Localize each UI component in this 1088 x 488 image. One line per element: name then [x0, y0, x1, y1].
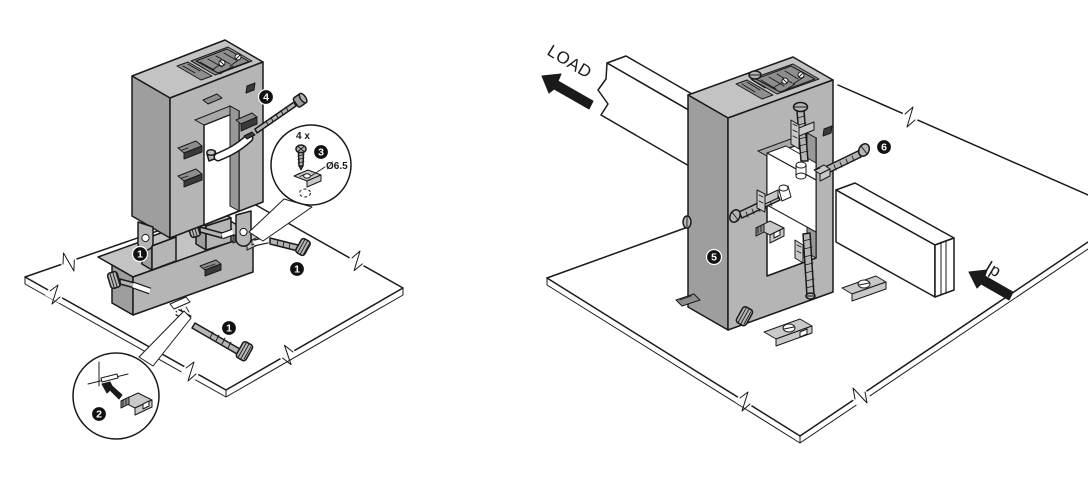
- clamp-bracket-left: [756, 189, 779, 213]
- svg-text:1: 1: [137, 249, 143, 261]
- clamp-screw-left-horizontal: [729, 184, 792, 223]
- screw-quantity-label: 4 x: [296, 131, 310, 142]
- left-panel-exploded-assembly: 4 x 3 Ø6.5: [24, 39, 404, 440]
- step-1-badge-b: 1: [288, 260, 306, 278]
- thumbscrew-left: [106, 270, 152, 295]
- svg-text:6: 6: [881, 142, 887, 154]
- detail-callout-clip-slot: 2: [72, 352, 160, 440]
- ct-window-top-clip: [202, 93, 223, 105]
- right-panel-installed: LOAD Ip 5 6: [541, 41, 1088, 444]
- svg-text:5: 5: [711, 252, 717, 264]
- plate-thickness: [24, 276, 404, 398]
- fixing-screw-step6: [813, 143, 871, 182]
- svg-text:1: 1: [294, 264, 300, 276]
- clamp-bracket-top: [790, 119, 815, 150]
- load-direction-arrow: [541, 73, 594, 110]
- ct-body-left-panel: [131, 39, 264, 251]
- plate-break-marks: [735, 106, 920, 412]
- plate-break-marks: [45, 250, 367, 382]
- bar-center-clip: [199, 259, 222, 277]
- step-1-badge-a: 1: [131, 245, 149, 263]
- callout-funnel-step2: [138, 310, 192, 367]
- terminal-block: [735, 63, 820, 100]
- plate-se-edge: [799, 241, 1088, 437]
- edge-screw-side: [682, 215, 692, 229]
- clip-with-hole-icon: [293, 169, 322, 188]
- svg-text:2: 2: [96, 409, 102, 421]
- step-2-badge: 2: [90, 405, 108, 423]
- plate-ne-edge: [837, 84, 1088, 196]
- base-clip-front: [763, 318, 813, 347]
- ct-face-slot: [822, 125, 833, 137]
- ct-right-leg-bracket: [235, 112, 258, 132]
- slot-opening: [100, 373, 119, 383]
- detail-callout-screw-hole: 4 x 3 Ø6.5: [270, 124, 352, 206]
- clamp-screw-bottom-vertical: [794, 232, 816, 300]
- clamp-bracket-bottom: [794, 239, 804, 264]
- primary-current-arrow: [968, 269, 1014, 301]
- screw-guide-wire: [213, 131, 256, 162]
- base-thumbscrew: [735, 306, 754, 327]
- step-4-badge: 4: [257, 88, 275, 106]
- ct-window-peg: [206, 148, 218, 162]
- callout-funnel-step3: [248, 198, 313, 242]
- thumbscrew-right: [253, 236, 311, 257]
- callout-circle: [270, 124, 352, 206]
- hole-diameter-label: Ø6.5: [326, 161, 348, 172]
- base-clip-left: [675, 293, 701, 307]
- busbar-end-face: [934, 237, 955, 298]
- ct-side-face: [131, 75, 171, 239]
- step-1-badge-c: 1: [220, 319, 238, 337]
- svg-text:1: 1: [226, 323, 232, 335]
- clamp-pad-top: [795, 161, 807, 180]
- plate-sw-edge: [546, 277, 801, 437]
- drill-hole-dashed-circle: [299, 188, 311, 198]
- step-5-badge: 5: [705, 248, 723, 266]
- ct-leg-clips: [177, 140, 203, 188]
- insert-direction-arrow: [101, 381, 123, 400]
- step-3-badge: 3: [312, 143, 330, 161]
- clamp-pad-left: [778, 184, 792, 202]
- clip-step6: [813, 164, 831, 182]
- mounting-plate-right: [546, 84, 1088, 444]
- assembly-screw-step4: [254, 92, 308, 134]
- clamp-screw-top-vertical: [790, 101, 815, 180]
- window-z-clip: [755, 220, 785, 244]
- load-annotation: LOAD: [541, 41, 595, 110]
- primary-current-annotation: Ip: [968, 257, 1014, 301]
- plate-thickness: [546, 248, 1088, 444]
- svg-text:4: 4: [263, 92, 269, 104]
- ct-foot-right: [235, 210, 252, 247]
- hole-leader-line: [310, 166, 326, 177]
- base-clip-right: [841, 275, 887, 302]
- svg-text:3: 3: [318, 147, 324, 159]
- self-tapping-screw-icon: [295, 144, 307, 171]
- busbar-right-segment: [835, 182, 955, 298]
- ct-face-slot: [245, 82, 256, 94]
- z-clip-icon: [120, 392, 153, 416]
- edge-screw-top: [748, 70, 762, 80]
- bar-front-slot: [169, 296, 191, 310]
- step-6-badge: 6: [875, 138, 893, 156]
- terminal-block: [176, 46, 253, 81]
- plate-nw-edge: [546, 226, 689, 279]
